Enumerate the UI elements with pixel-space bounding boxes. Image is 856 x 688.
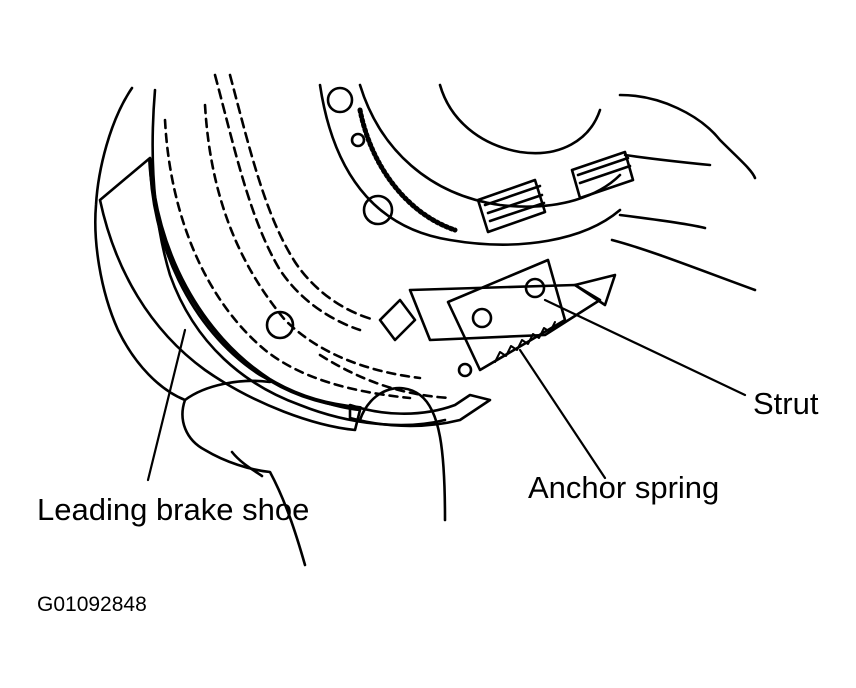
right-hand-fingers — [610, 153, 757, 292]
right-hand-outline — [618, 93, 757, 180]
leader-strut — [543, 298, 747, 397]
label-strut: Strut — [753, 386, 819, 421]
hub-flange — [318, 83, 622, 246]
shoe-hold-pin — [265, 310, 295, 340]
shoe-lining-line — [148, 158, 362, 410]
shoe-web-dashed — [163, 118, 412, 400]
left-hand-outline — [94, 86, 307, 567]
leader-leading-shoe — [146, 328, 187, 482]
retaining-clip — [378, 298, 417, 342]
strut — [408, 283, 602, 342]
wheel-stud-1 — [476, 178, 547, 234]
parking-cable-dashed — [213, 73, 362, 332]
hub-bolt-2 — [362, 194, 394, 226]
strut-end — [573, 273, 617, 307]
hub-bolt-1 — [326, 86, 354, 114]
bracket-bolt-1 — [471, 307, 493, 329]
lower-shoe-lining — [348, 393, 492, 428]
figure-code: G01092848 — [37, 593, 147, 616]
label-anchor-spring: Anchor spring — [528, 470, 720, 505]
parking-cable-dashed-2 — [228, 73, 377, 322]
bracket-bolt-2 — [524, 277, 546, 299]
shoe-lower-dashed — [318, 353, 452, 400]
bracket-bolt-3 — [457, 362, 473, 378]
leading-brake-shoe — [98, 156, 362, 432]
left-hand-crease — [230, 450, 264, 478]
thumb-lower — [358, 386, 447, 522]
left-hand-thumb — [183, 379, 272, 402]
wheel-stud-2 — [570, 150, 635, 200]
leader-anchor-spring — [518, 348, 607, 480]
label-leading-brake-shoe: Leading brake shoe — [37, 492, 310, 527]
hold-down-pin — [350, 132, 366, 148]
shoe-web-dashed-inner — [203, 103, 422, 380]
tone-ring-teeth — [357, 107, 458, 233]
anchor-bracket — [446, 258, 567, 372]
anchor-spring — [494, 321, 556, 363]
hub-center-ring — [438, 83, 602, 155]
